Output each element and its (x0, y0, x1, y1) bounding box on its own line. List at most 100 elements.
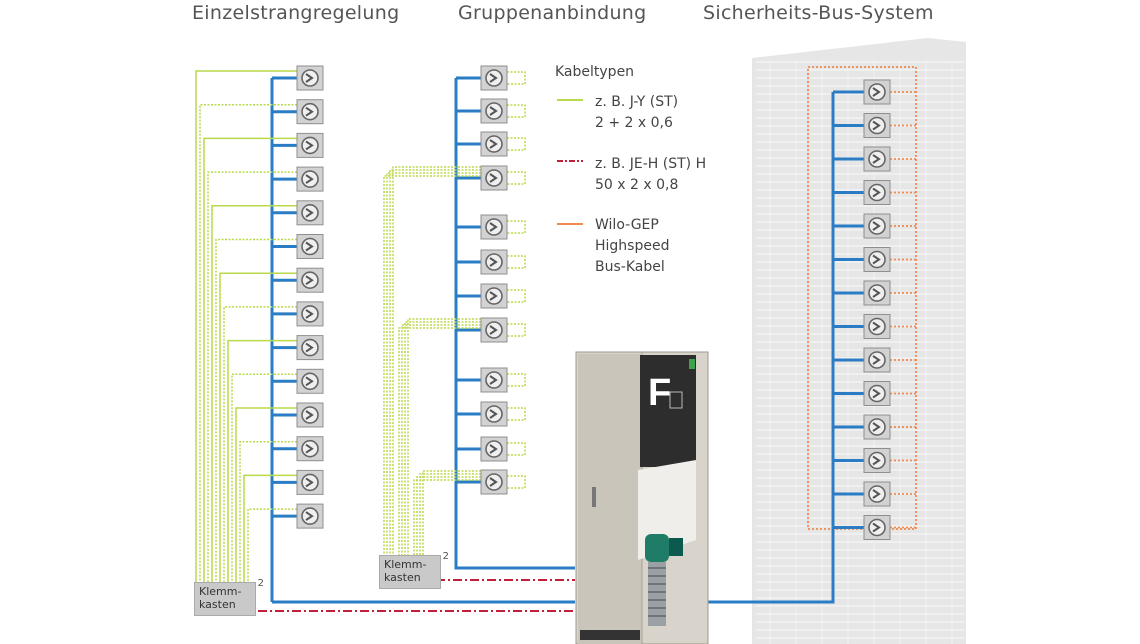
right-pump-panel (863, 280, 891, 306)
cabinet-handle (592, 487, 596, 507)
middle-green-cable (398, 327, 481, 557)
middle-green-cable (404, 321, 481, 557)
klemmkasten-left: Klemm- kasten 2 (194, 578, 264, 616)
left-green-cable (235, 407, 297, 584)
right-pump-panel (863, 146, 891, 172)
klemmkasten-middle: Klemm- kasten 2 (379, 551, 449, 589)
wire-layer (195, 66, 917, 612)
middle-feed-blue (454, 566, 575, 570)
klemm-mid-mark: 2 (442, 551, 449, 562)
title-sicherheits-bus-system: Sicherheits-Bus-System (703, 2, 934, 24)
left-pump-panel (296, 267, 324, 293)
middle-green-cable (389, 169, 481, 557)
left-green-cable (195, 70, 297, 584)
left-pump-panel (296, 301, 324, 327)
legend-green-line1: z. B. J-Y (ST) (595, 94, 679, 110)
middle-pump-panel (480, 65, 508, 91)
legend-orange-line3: Bus-Kabel (595, 259, 665, 275)
middle-green-loop (507, 373, 526, 387)
cabinet-badge (669, 391, 683, 409)
right-pump-panel (863, 414, 891, 440)
right-pump-panel (863, 247, 891, 272)
middle-green-loop (507, 255, 526, 269)
left-green-cable (227, 339, 297, 584)
panel-layer (296, 65, 891, 540)
legend-green-line2: 2 + 2 x 0,6 (595, 115, 673, 131)
left-green-cable (215, 238, 297, 584)
middle-green-loop (507, 407, 526, 421)
middle-pump-panel (480, 436, 508, 462)
legend-orange-line2: Highspeed (595, 238, 670, 254)
middle-pump-panel (480, 401, 508, 427)
middle-green-cable (392, 166, 481, 557)
left-pump-panel (296, 402, 324, 428)
title-einzelstrangregelung: Einzelstrangregelung (192, 2, 400, 24)
left-pump-panel (296, 65, 324, 91)
left-green-cable (243, 474, 297, 584)
middle-green-loop (507, 104, 526, 118)
left-pump-panel (296, 368, 324, 394)
title-gruppenanbindung: Gruppenanbindung (458, 2, 647, 24)
left-green-cable (239, 440, 297, 584)
cabinet-green-mark (689, 359, 695, 369)
left-pump-panel (296, 132, 324, 158)
middle-green-loop (507, 442, 526, 456)
middle-pump-panel (480, 131, 508, 157)
right-pump-panel (863, 347, 891, 373)
middle-green-loop (507, 71, 526, 85)
middle-green-loop (507, 137, 526, 151)
klemm-mid-line1: Klemm- (384, 558, 427, 571)
left-green-cable (211, 205, 297, 584)
middle-green-cable (416, 476, 481, 557)
legend-item-orange-cable: Wilo-GEP Highspeed Bus-Kabel (595, 215, 669, 278)
right-pump-panel (863, 180, 891, 205)
left-pump-panel (296, 436, 324, 462)
middle-pump-panel (480, 469, 508, 495)
left-pump-panel (296, 99, 324, 125)
middle-green-loop (507, 289, 526, 303)
middle-green-cable (407, 318, 481, 557)
control-cabinet: F (575, 351, 709, 644)
left-pump-panel (296, 234, 324, 259)
middle-green-cable (386, 172, 481, 557)
right-pump-panel (863, 113, 891, 138)
legend-item-green-cable: z. B. J-Y (ST) 2 + 2 x 0,6 (595, 92, 678, 134)
right-pump-panel (863, 79, 891, 105)
legend-item-red-cable: z. B. JE-H (ST) H 50 x 2 x 0,8 (595, 154, 706, 196)
middle-green-loop (507, 220, 526, 234)
middle-green-loop (507, 171, 526, 185)
cabinet-left-door (578, 354, 642, 644)
left-pump-panel (296, 469, 324, 495)
middle-pump-panel (480, 317, 508, 343)
klemm-left-mark: 2 (257, 578, 264, 589)
middle-green-loop (507, 475, 526, 489)
left-green-cable (203, 137, 297, 584)
middle-green-cable (401, 324, 481, 557)
middle-pump-panel (480, 165, 508, 191)
legend-red-line2: 50 x 2 x 0,8 (595, 177, 679, 193)
building-silhouette (752, 38, 966, 644)
right-pump-panel (863, 381, 891, 406)
right-pump-panel (863, 213, 891, 239)
cabinet-footplate (580, 630, 640, 640)
klemm-mid-line2: kasten (384, 571, 421, 584)
klemm-left-line1: Klemm- (199, 585, 242, 598)
middle-green-cable (413, 479, 481, 557)
middle-green-cable (419, 473, 481, 557)
right-pump-panel (863, 515, 891, 540)
left-green-cable (219, 272, 297, 584)
left-green-cable (207, 171, 297, 584)
building-illustration (752, 38, 966, 644)
klemm-left-line2: kasten (199, 598, 236, 611)
middle-pump-panel (480, 283, 508, 309)
cabinet-label-panel (640, 355, 696, 467)
left-pump-panel (296, 335, 324, 361)
middle-pump-panel (480, 367, 508, 393)
legend-lines (557, 99, 583, 225)
middle-pump-panel (480, 98, 508, 124)
right-feed-blue (708, 598, 835, 604)
middle-green-cable (383, 175, 481, 557)
middle-green-cable (422, 470, 481, 557)
